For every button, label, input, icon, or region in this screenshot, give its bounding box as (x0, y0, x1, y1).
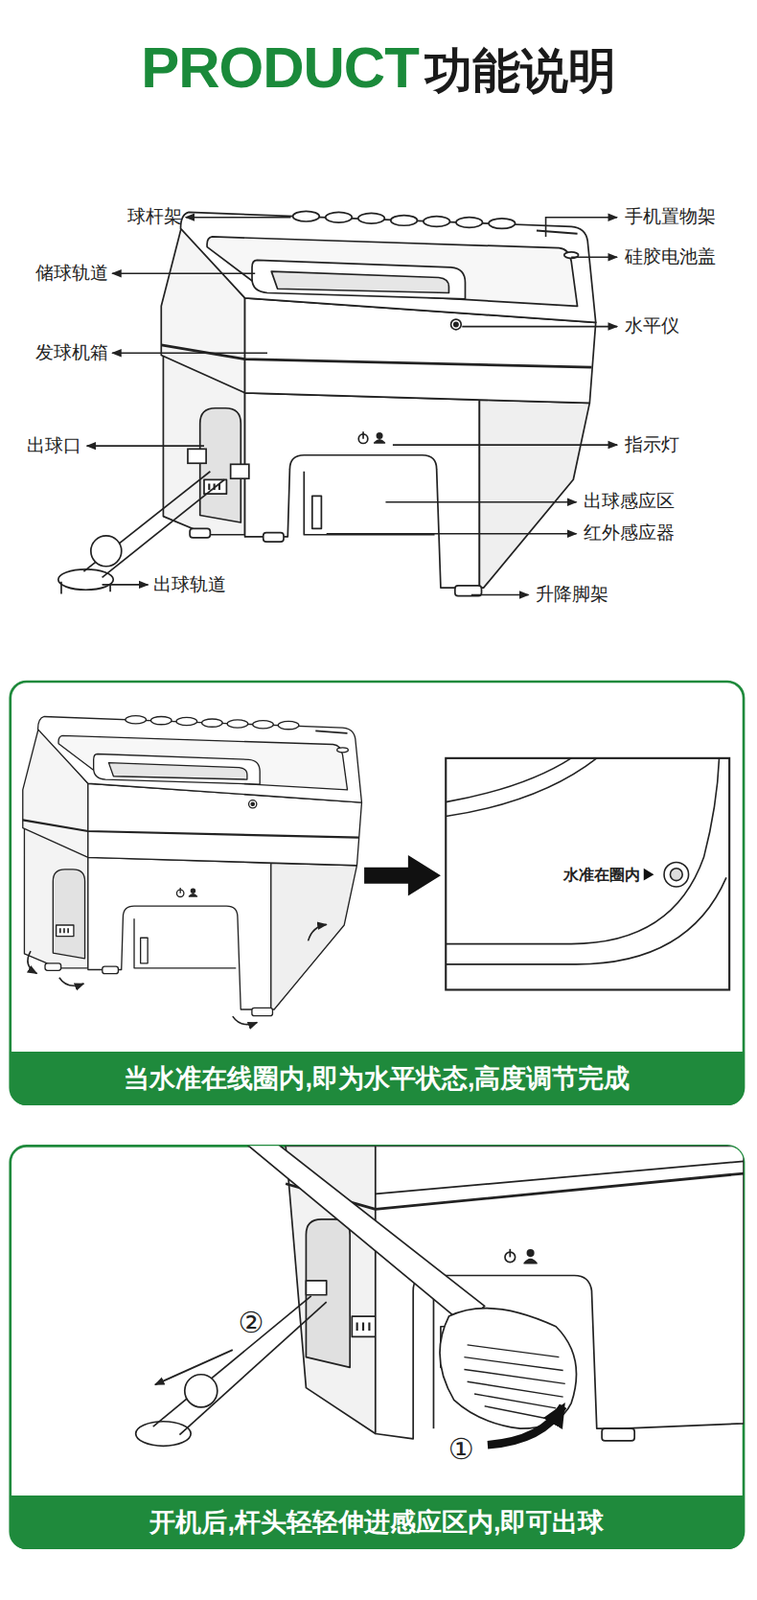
leader-lines (326, 532, 577, 535)
closeup-drawing (601, 1427, 635, 1441)
inset-detail (445, 757, 572, 803)
closeup-drawing (179, 1301, 326, 1434)
closeup-drawing (463, 1344, 565, 1419)
ball-track (187, 448, 207, 463)
part-label: 红外感应器 (583, 522, 675, 545)
part-label: 储球轨道 (35, 262, 109, 285)
part-label: 出球口 (26, 435, 82, 458)
closeup-drawing (487, 1405, 564, 1445)
closeup-drawing (351, 1315, 379, 1336)
zoom-arrow (364, 854, 441, 896)
part-label: 发球机箱 (35, 342, 109, 365)
closeup-drawing (136, 1145, 744, 1446)
adjust-arrows (232, 1015, 258, 1025)
closeup-drawing (305, 1280, 326, 1295)
leader-lines (571, 255, 618, 258)
inset-detail (445, 757, 727, 964)
leader-lines (87, 444, 205, 447)
ball-track (230, 463, 250, 479)
caption-band: 开机后,杆头轻轻伸进感应区内,即可出球 (10, 1494, 745, 1549)
ball-track (91, 535, 122, 567)
closeup-drawing (357, 1321, 370, 1331)
panel-frame (10, 1145, 744, 1547)
leader-lines (185, 216, 292, 219)
inset-label: 水准在圈内 (563, 865, 641, 884)
leader-lines (102, 583, 149, 586)
caption-band: 当水准在线圈内,即为水平状态,高度调节完成 (10, 1051, 745, 1105)
leader-lines (112, 351, 268, 354)
closeup-drawing (184, 1374, 218, 1407)
adjust-arrows (59, 977, 85, 987)
band-text: 开机后,杆头轻轻伸进感应区内,即可出球 (149, 1504, 604, 1539)
inset-detail (445, 876, 727, 964)
closeup-drawing (527, 1249, 533, 1256)
closeup-drawing (232, 1145, 485, 1324)
inset-detail (445, 757, 597, 817)
closeup-drawing (508, 1248, 511, 1258)
zoom-inset (445, 757, 730, 990)
part-label: 指示灯 (624, 434, 680, 457)
part-label: 出球轨道 (153, 573, 227, 597)
title-suffix: 功能说明 (424, 45, 617, 98)
adjust-arrows (27, 950, 37, 973)
leader-lines (112, 272, 255, 275)
band-text: 当水准在线圈内,即为水平状态,高度调节完成 (123, 1060, 630, 1096)
part-label: 球杆架 (127, 206, 183, 229)
closeup-drawing (375, 1160, 744, 1193)
machine-small (22, 715, 363, 1016)
ball-track (58, 569, 114, 590)
inset-detail (643, 868, 655, 881)
title: PRODUCT (140, 36, 419, 100)
callout-number: ① (448, 1431, 475, 1467)
part-label: 硅胶电池盖 (624, 246, 716, 269)
closeup-drawing (155, 1349, 233, 1384)
inset-detail (445, 757, 719, 944)
ball-track (102, 479, 226, 577)
part-label: 手机置物架 (624, 206, 716, 229)
adjust-arrows (27, 923, 327, 1024)
closeup-drawing (433, 1295, 436, 1428)
ball-track (83, 471, 210, 572)
ball-track (58, 448, 250, 594)
leader-lines (471, 594, 529, 597)
callout-number: ② (237, 1305, 264, 1340)
inset-detail (669, 868, 683, 881)
adjust-arrows (308, 923, 327, 941)
ball-track (61, 581, 111, 595)
closeup-drawing (153, 1295, 312, 1426)
part-label: 出球感应区 (583, 490, 675, 513)
closeup-drawing (524, 1258, 537, 1262)
leader-lines (546, 217, 619, 237)
closeup-drawing (136, 1421, 191, 1446)
leader-lines (87, 217, 618, 596)
inset-detail (664, 861, 689, 887)
closeup-drawing (305, 1218, 350, 1367)
page-heading: PRODUCT功能说明 (0, 36, 757, 100)
panel-frame (10, 681, 744, 1104)
part-label: 水平仪 (624, 315, 680, 338)
machine-main (160, 210, 596, 596)
leader-lines (385, 501, 576, 504)
part-label: 升降脚架 (535, 583, 609, 606)
leader-lines (392, 443, 618, 446)
leader-lines (461, 325, 618, 328)
